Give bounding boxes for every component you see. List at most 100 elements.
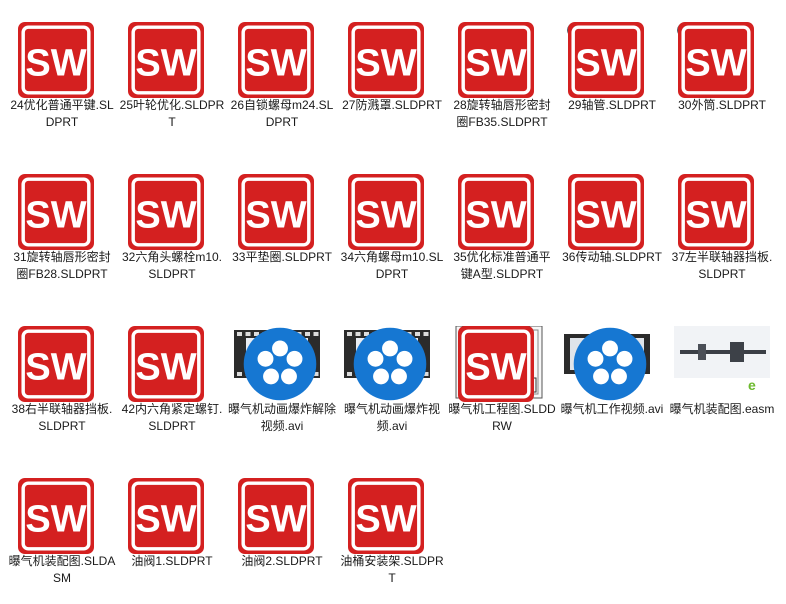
svg-text:SW: SW [245, 195, 306, 237]
file-name: 曝气机装配图.SLDASM [8, 554, 116, 585]
file-name: 25叶轮优化.SLDPRT [119, 98, 225, 129]
file-item[interactable]: SW 29轴管.SLDPRT [558, 8, 666, 148]
file-thumbnail: SW [454, 174, 550, 250]
file-name: 42内六角紧定螺钉.SLDPRT [121, 402, 223, 433]
file-name: 26自锁螺母m24.SLDPRT [230, 98, 334, 129]
file-thumbnail: SW [674, 174, 770, 250]
svg-text:SW: SW [355, 499, 416, 541]
file-thumbnail: SW [674, 22, 770, 98]
file-item[interactable]: SW 31旋转轴唇形密封圈FB28.SLDPRT [8, 160, 116, 300]
solidworks-badge-icon: SW [128, 326, 204, 402]
file-item[interactable]: SW 24优化普通平键.SLDPRT [8, 8, 116, 148]
file-item[interactable]: SW 38右半联轴器挡板.SLDPRT [8, 312, 116, 452]
file-item[interactable]: SW 37左半联轴器挡板.SLDPRT [668, 160, 776, 300]
file-thumbnail: SW [234, 478, 330, 554]
svg-text:SW: SW [575, 195, 636, 237]
file-item[interactable]: e 曝气机装配图.easm [668, 312, 776, 452]
file-item[interactable]: SW 27防溅罩.SLDPRT [338, 8, 446, 148]
file-name: 27防溅罩.SLDPRT [342, 98, 442, 112]
svg-text:SW: SW [465, 43, 526, 85]
svg-text:SW: SW [245, 499, 306, 541]
file-thumbnail: SW [124, 326, 220, 402]
easm-thumbnail-icon: e [674, 326, 770, 393]
file-name: 油阀1.SLDPRT [131, 554, 213, 568]
file-thumbnail [344, 326, 440, 402]
solidworks-badge-icon: SW [348, 478, 424, 554]
solidworks-badge-icon: SW [18, 174, 94, 250]
solidworks-badge-icon: SW [568, 22, 644, 98]
file-thumbnail: SW [14, 22, 110, 98]
file-item[interactable]: SW 曝气机装配图.SLDASM [8, 464, 116, 604]
file-item[interactable]: SW 33平垫圈.SLDPRT [228, 160, 336, 300]
solidworks-badge-icon: SW [128, 478, 204, 554]
file-item[interactable]: SW 25叶轮优化.SLDPRT [118, 8, 226, 148]
file-name: 34六角螺母m10.SLDPRT [340, 250, 444, 281]
file-name: 36传动轴.SLDPRT [562, 250, 662, 264]
solidworks-badge-icon: SW [128, 174, 204, 250]
file-thumbnail: SW [234, 174, 330, 250]
file-name: 38右半联轴器挡板.SLDPRT [11, 402, 113, 433]
file-item[interactable]: SW 36传动轴.SLDPRT [558, 160, 666, 300]
video-player-badge-icon [243, 327, 317, 401]
file-name: 28旋转轴唇形密封圈FB35.SLDPRT [453, 98, 551, 129]
file-item[interactable]: SW 32六角头螺栓m10.SLDPRT [118, 160, 226, 300]
svg-text:SW: SW [25, 347, 86, 389]
svg-text:e: e [748, 377, 756, 393]
solidworks-badge-icon: SW [238, 174, 314, 250]
file-thumbnail: SW [564, 174, 660, 250]
svg-text:SW: SW [25, 43, 86, 85]
file-name: 32六角头螺栓m10.SLDPRT [121, 250, 223, 281]
file-item[interactable]: 曝气机动画爆炸解除视频.avi [228, 312, 336, 452]
svg-text:SW: SW [135, 499, 196, 541]
file-item[interactable]: SW 26自锁螺母m24.SLDPRT [228, 8, 336, 148]
file-name: 30外筒.SLDPRT [678, 98, 766, 112]
file-grid: SW 24优化普通平键.SLDPRT SW 25叶轮优化.SLDPRT SW 2… [8, 8, 776, 585]
file-thumbnail: SW [344, 478, 440, 554]
svg-text:SW: SW [25, 195, 86, 237]
file-item[interactable]: SW 油阀1.SLDPRT [118, 464, 226, 604]
solidworks-badge-icon: SW [348, 174, 424, 250]
file-thumbnail: SW [344, 174, 440, 250]
solidworks-badge-icon: SW [128, 22, 204, 98]
svg-text:SW: SW [245, 43, 306, 85]
file-name: 曝气机装配图.easm [669, 402, 775, 416]
svg-text:SW: SW [465, 195, 526, 237]
file-name: 31旋转轴唇形密封圈FB28.SLDPRT [13, 250, 111, 281]
solidworks-badge-icon: SW [458, 174, 534, 250]
svg-text:SW: SW [355, 195, 416, 237]
svg-text:SW: SW [135, 195, 196, 237]
svg-text:SW: SW [685, 43, 746, 85]
svg-text:SW: SW [685, 195, 746, 237]
file-item[interactable]: 曝气机动画爆炸视频.avi [338, 312, 446, 452]
video-player-badge-icon [353, 327, 427, 401]
file-item[interactable]: SW 28旋转轴唇形密封圈FB35.SLDPRT [448, 8, 556, 148]
svg-text:SW: SW [135, 347, 196, 389]
file-thumbnail: SW [234, 22, 330, 98]
file-item[interactable]: 曝气机工作视频.avi [558, 312, 666, 452]
file-thumbnail: SW [454, 22, 550, 98]
solidworks-badge-icon: SW [568, 174, 644, 250]
file-name: 油阀2.SLDPRT [241, 554, 323, 568]
file-name: 曝气机工程图.SLDDRW [448, 402, 556, 433]
svg-text:SW: SW [575, 43, 636, 85]
file-item[interactable]: SW 曝气机工程图.SLDDRW [448, 312, 556, 452]
svg-text:SW: SW [355, 43, 416, 85]
file-thumbnail: SW [14, 326, 110, 402]
file-item[interactable]: SW 34六角螺母m10.SLDPRT [338, 160, 446, 300]
file-item[interactable]: SW 35优化标准普通平键A型.SLDPRT [448, 160, 556, 300]
solidworks-badge-icon: SW [238, 478, 314, 554]
video-player-badge-icon [573, 327, 647, 401]
file-name: 33平垫圈.SLDPRT [232, 250, 332, 264]
file-thumbnail: SW [124, 478, 220, 554]
solidworks-badge-icon: SW [18, 326, 94, 402]
solidworks-badge-icon: SW [348, 22, 424, 98]
file-name: 曝气机动画爆炸解除视频.avi [228, 402, 337, 433]
file-thumbnail: SW [14, 174, 110, 250]
file-thumbnail [234, 326, 330, 402]
file-item[interactable]: SW 油阀2.SLDPRT [228, 464, 336, 604]
file-item[interactable]: SW 42内六角紧定螺钉.SLDPRT [118, 312, 226, 452]
file-item[interactable]: SW 30外筒.SLDPRT [668, 8, 776, 148]
file-name: 35优化标准普通平键A型.SLDPRT [453, 250, 551, 281]
file-item[interactable]: SW 油桶安装架.SLDPRT [338, 464, 446, 604]
svg-text:SW: SW [465, 347, 526, 389]
